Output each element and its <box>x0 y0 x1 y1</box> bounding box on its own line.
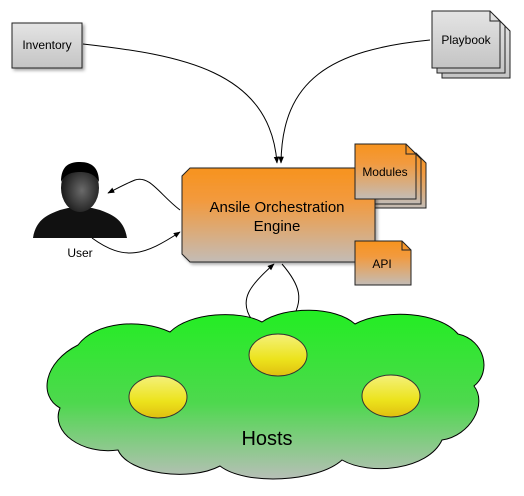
arrow-hosts-to-engine <box>245 263 275 321</box>
api-label: API <box>372 257 391 271</box>
user-icon <box>33 162 127 238</box>
api-node: API <box>354 240 412 286</box>
connectors <box>82 39 431 323</box>
orchestration-engine-node: Ansile Orchestration Engine <box>181 167 376 263</box>
playbook-node: Playbook <box>431 10 511 79</box>
engine-label-line2: Engine <box>254 218 301 235</box>
hosts-label: Hosts <box>241 428 292 450</box>
user-label: User <box>67 246 92 260</box>
user-node: User <box>33 162 127 260</box>
arrow-user-to-engine <box>91 231 181 254</box>
modules-label: Modules <box>362 165 407 179</box>
arrow-playbook-to-engine <box>278 39 431 164</box>
host-ellipse-1 <box>248 333 308 377</box>
inventory-label: Inventory <box>22 38 71 52</box>
arrow-inventory-to-engine <box>82 43 280 164</box>
engine-label-line1: Ansile Orchestration <box>209 199 344 216</box>
playbook-label: Playbook <box>441 33 491 47</box>
inventory-node: Inventory <box>11 22 83 69</box>
modules-front: Modules <box>354 143 417 200</box>
hosts-cloud: Hosts <box>46 309 485 480</box>
arrow-engine-to-user <box>107 178 181 211</box>
host-ellipse-2 <box>128 375 188 419</box>
host-ellipse-3 <box>361 374 421 418</box>
